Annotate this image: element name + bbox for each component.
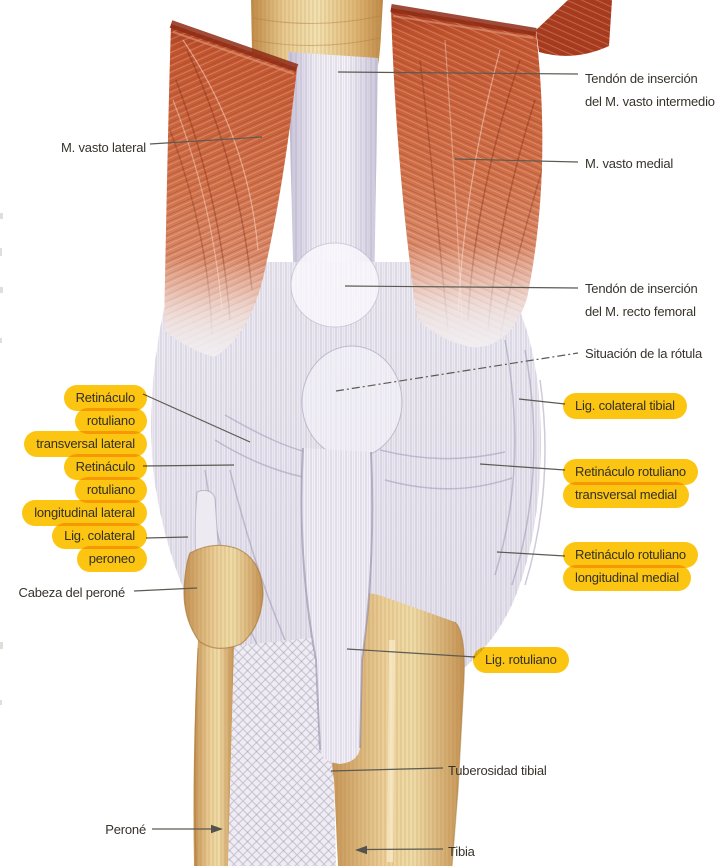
leader-lig-colateral-tibial (518, 398, 566, 405)
leader-cabeza-perone (133, 587, 198, 592)
label-lig-rotuliano: Lig. rotuliano (473, 647, 569, 673)
interosseous-fibers (228, 636, 336, 866)
label-perone: Peroné (105, 822, 146, 837)
highlight-pill: Retináculo rotuliano (563, 459, 698, 485)
label-situacion-rotula: Situación de la rótula (585, 346, 703, 361)
label-ret-trans-medial: Retináculo rotuliano transversal medial (563, 459, 698, 508)
label-cabeza-perone: Cabeza del peroné (18, 585, 126, 600)
highlight-pill: transversal medial (563, 482, 689, 508)
highlight-pill: Lig. colateral tibial (563, 393, 687, 419)
highlight-pill: Retináculo rotuliano (563, 542, 698, 568)
label-tibia: Tibia (448, 844, 475, 859)
label-ret-long-medial: Retináculo rotuliano longitudinal medial (563, 542, 698, 591)
label-ret-long-lateral: Retináculo rotuliano longitudinal latera… (22, 454, 147, 526)
highlight-pill: transversal lateral (24, 431, 147, 457)
fibula-head-bone (183, 544, 264, 649)
leader-tibia (366, 848, 444, 851)
patella-outline (301, 345, 403, 459)
vastus-lateralis-muscle (164, 20, 299, 357)
quadriceps-tendon (288, 52, 378, 300)
highlight-pill: Retináculo (63, 385, 147, 411)
highlight-pill: Lig. colateral (52, 523, 147, 549)
leader-ret-long-lat (142, 464, 235, 467)
leader-vasto-medial (454, 158, 579, 163)
highlight-pill: rotuliano (74, 408, 147, 434)
leader-ret-trans-medial (479, 463, 566, 471)
leader-ret-trans-lat (142, 393, 251, 443)
leader-tendon-recto (344, 285, 579, 289)
label-lig-col-peroneo: Lig. colateral peroneo (52, 523, 147, 572)
label-tuberosidad-tibial: Tuberosidad tibial (448, 763, 547, 778)
fibula-bone (193, 640, 234, 866)
leader-lines (133, 71, 579, 851)
leader-tendon-intermedio (337, 71, 579, 75)
label-ret-trans-lateral: Retináculo rotuliano transversal lateral (24, 385, 147, 457)
leader-lig-col-peroneo (145, 536, 189, 539)
vastus-medialis-muscle (390, 0, 612, 348)
highlight-pill: Retináculo (63, 454, 147, 480)
leader-vasto-lateral (149, 136, 263, 145)
highlight-pill: peroneo (76, 546, 147, 572)
label-tendon-intermedio: Tendón de inserción del M. vasto interme… (585, 71, 715, 109)
page-edge-artifacts (0, 213, 3, 705)
highlight-pill: rotuliano (74, 477, 147, 503)
label-lig-colateral-tibial: Lig. colateral tibial (563, 393, 687, 419)
label-vasto-medial: M. vasto medial (585, 156, 674, 171)
leader-ret-long-medial (496, 551, 566, 557)
perone-arrowhead (211, 824, 223, 834)
patellar-ligament (300, 447, 374, 764)
leader-situacion-rotula (335, 352, 579, 392)
label-tendon-recto: Tendón de inserción del M. recto femoral (585, 281, 698, 319)
highlight-pill: longitudinal medial (563, 565, 691, 591)
leader-arrowheads (211, 824, 367, 855)
leader-lig-rotuliano (346, 648, 476, 658)
leader-tuberosidad (330, 767, 444, 772)
rectus-femoris-tendon (290, 242, 380, 328)
tibia-arrowhead (355, 845, 367, 855)
highlight-pill: longitudinal lateral (22, 500, 147, 526)
highlight-pill: Lig. rotuliano (473, 647, 569, 673)
label-vasto-lateral: M. vasto lateral (61, 140, 146, 155)
